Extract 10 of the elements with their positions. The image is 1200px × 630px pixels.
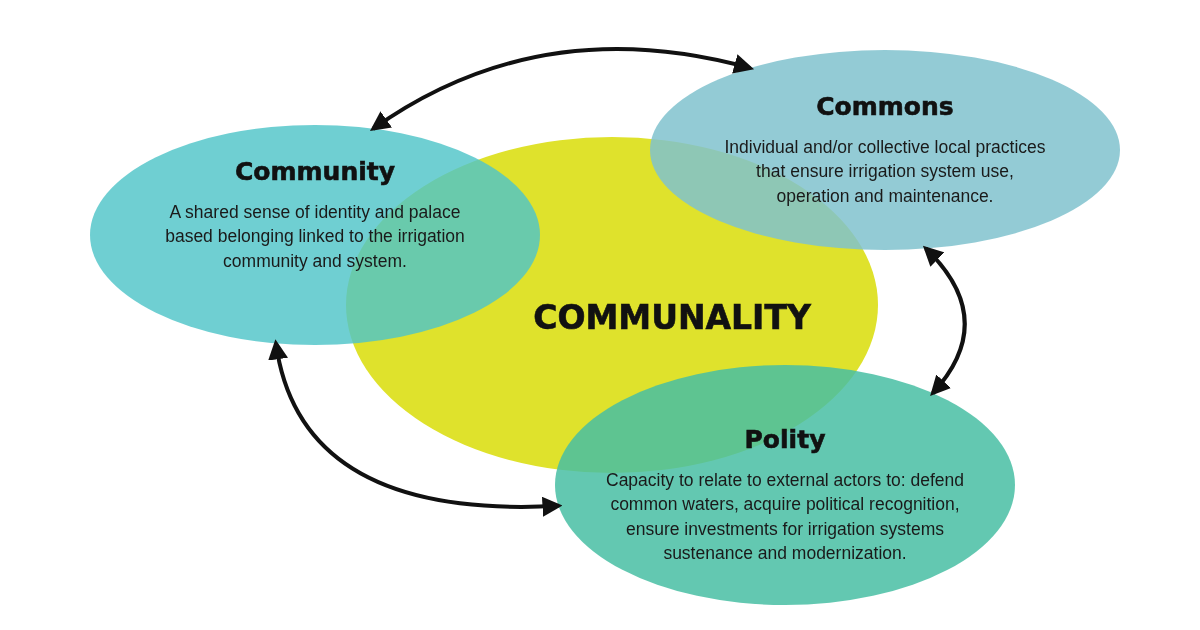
curved-double-arrow: [269, 339, 563, 517]
ellipse-heading: Polity: [744, 424, 826, 454]
ellipse-heading: COMMUNALITY: [533, 297, 811, 337]
curved-double-arrow: [369, 47, 755, 131]
ellipse-description: A shared sense of identity and palace based belonging linked to the irrigation community and system.: [164, 200, 466, 273]
ellipse-description: Capacity to relate to external actors to: defend common waters, acquire political recognition, ensure investments for irrigation systems sustenance and modernization.: [605, 468, 965, 565]
curved-double-arrow: [923, 245, 967, 397]
ellipse-heading: Community: [234, 156, 395, 186]
ellipse-heading: Commons: [816, 91, 954, 121]
ellipse-description: Individual and/or collective local practices that ensure irrigation system use, operation and maintenance.: [723, 135, 1047, 208]
